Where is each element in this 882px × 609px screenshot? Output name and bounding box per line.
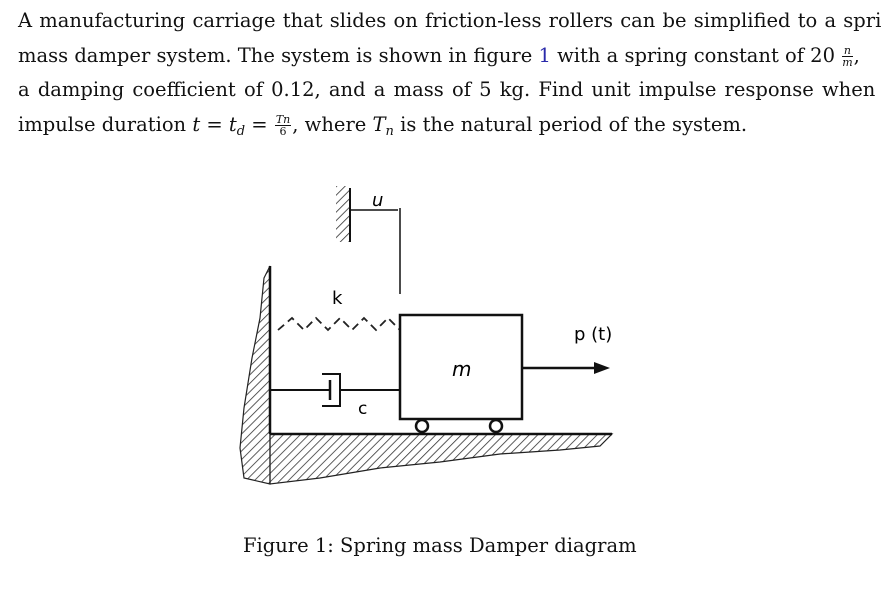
period-fraction: Tn 6: [274, 112, 292, 138]
left-wall-hatch: [239, 265, 271, 485]
roller-left: [414, 418, 430, 434]
natural-period-variable: T: [372, 112, 386, 136]
period-fraction-denominator: 6: [279, 124, 287, 138]
unit-denominator: m: [842, 55, 853, 69]
spring-coil: [277, 316, 401, 332]
duration-variable: t: [228, 112, 237, 136]
spring-constant-unit-fraction: n m: [842, 43, 853, 69]
equals-sign-1: =: [206, 112, 223, 136]
top-support-hatch: [336, 186, 350, 242]
duration-subscript: d: [236, 123, 246, 139]
spring-mass-damper-diagram: u k c m p (t): [239, 186, 614, 485]
label-k: k: [332, 288, 343, 309]
period-fraction-numerator: Tn: [274, 112, 292, 126]
force-arrow-head: [594, 362, 610, 374]
problem-line-2-text-b: with a spring constant of 20: [557, 43, 835, 67]
figure-caption: Figure 1: Spring mass Damper diagram: [243, 534, 637, 557]
unit-numerator: n: [842, 43, 853, 57]
problem-line-3: a damping coefficient of 0.12, and a mas…: [18, 73, 875, 108]
label-force: p (t): [574, 324, 612, 345]
label-m: m: [452, 357, 471, 381]
time-variable: t: [192, 112, 201, 136]
unit-comma: ,: [853, 43, 860, 67]
ground-hatch: [269, 433, 614, 485]
problem-line-2-text-a: mass damper system. The system is shown …: [18, 43, 533, 67]
figure-reference-link[interactable]: 1: [538, 43, 551, 67]
problem-line-2: mass damper system. The system is shown …: [18, 39, 860, 74]
label-c: c: [358, 399, 367, 419]
natural-period-subscript: n: [385, 123, 394, 139]
spring-mass-damper-figure: u k c m p (t): [200, 178, 640, 508]
problem-line-1-text: A manufacturing carriage that slides on …: [18, 9, 882, 32]
problem-line-3-text: a damping coefficient of 0.12, and a mas…: [18, 78, 876, 101]
problem-statement: A manufacturing carriage that slides on …: [18, 4, 882, 150]
roller-right: [488, 418, 504, 434]
label-u: u: [372, 190, 383, 211]
problem-line-1: A manufacturing carriage that slides on …: [18, 4, 882, 39]
problem-line-4-text-c: is the natural period of the system.: [400, 112, 748, 136]
problem-line-4-text-a: impulse duration: [18, 112, 187, 136]
problem-line-4: impulse duration t = td = Tn 6 , where T…: [18, 108, 858, 150]
equals-sign-2: =: [251, 112, 268, 136]
problem-line-4-text-b: , where: [292, 112, 367, 136]
